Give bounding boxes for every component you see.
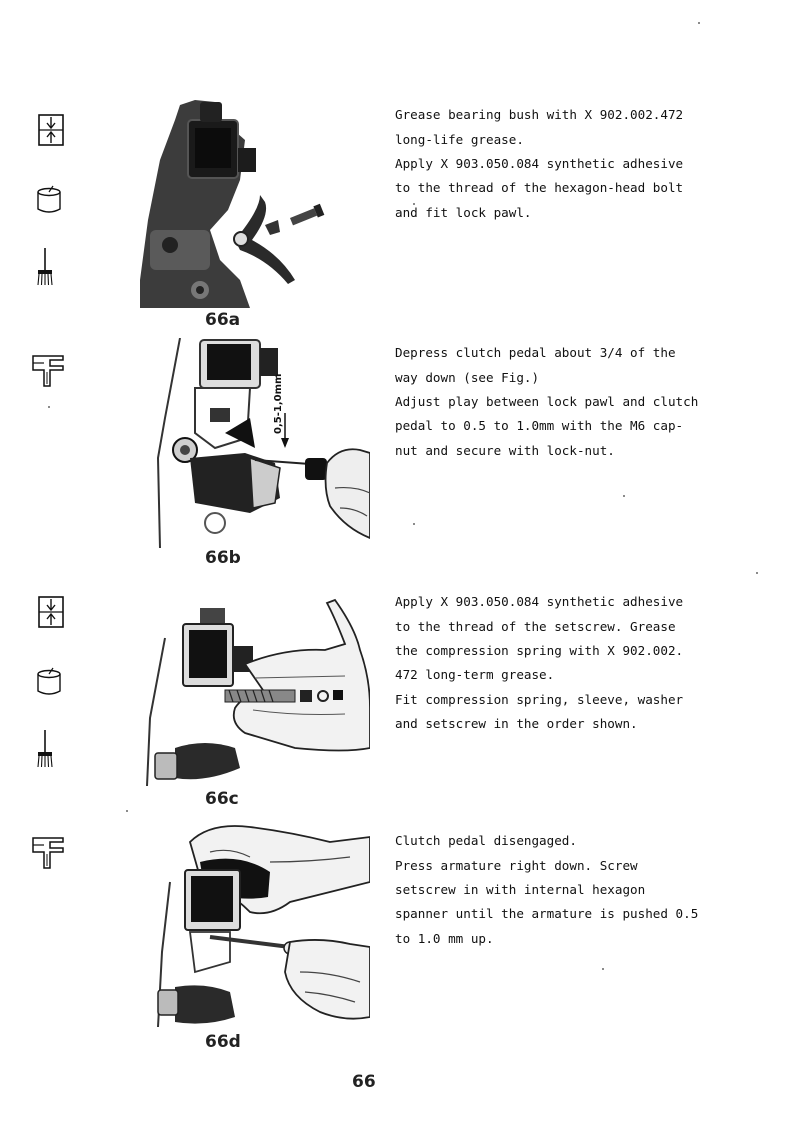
- instruction-line: 472 long-term grease.: [395, 667, 555, 683]
- instruction-line: to the thread of the setscrew. Grease: [395, 618, 676, 634]
- brush-icon: [37, 730, 53, 768]
- brush-icon: [37, 248, 53, 286]
- instruction-line: Adjust play between lock pawl and clutch: [395, 394, 699, 410]
- caliper-icon: [32, 355, 64, 387]
- instruction-line: way down (see Fig.): [395, 369, 540, 385]
- step-66b-instructions: Depress clutch pedal about 3/4 of the wa…: [395, 335, 725, 469]
- step-66a-instructions: Grease bearing bush with X 902.002.472 l…: [395, 97, 725, 231]
- figure-label: 66d: [205, 1032, 241, 1052]
- scan-speck: [413, 523, 415, 525]
- figure-66d-photo: [150, 822, 370, 1027]
- instruction-line: the compression spring with X 902.002.: [395, 643, 684, 659]
- scan-speck: [623, 495, 625, 497]
- instruction-line: Grease bearing bush with X 902.002.472: [395, 107, 684, 123]
- instruction-line: and setscrew in the order shown.: [395, 716, 638, 732]
- grease-tin-icon: [37, 667, 61, 695]
- step-66d-instructions: Clutch pedal disengaged. Press armature …: [395, 823, 725, 957]
- figure-label: 66a: [205, 310, 241, 330]
- figure-label: 66b: [205, 548, 241, 568]
- grease-tin-icon: [37, 185, 61, 213]
- figure-66b-photo: 0,5-1,0mm: [155, 338, 370, 548]
- instruction-line: Clutch pedal disengaged.: [395, 833, 577, 849]
- instruction-line: Apply X 903.050.084 synthetic adhesive: [395, 156, 684, 172]
- instruction-line: nut and secure with lock-nut.: [395, 442, 615, 458]
- instruction-line: Press armature right down. Screw: [395, 857, 638, 873]
- instruction-line: to 1.0 mm up.: [395, 930, 494, 946]
- scan-speck: [413, 203, 415, 205]
- scan-speck: [756, 572, 758, 574]
- instruction-line: pedal to 0.5 to 1.0mm with the M6 cap-: [395, 418, 684, 434]
- instruction-line: spanner until the armature is pushed 0.5: [395, 906, 699, 922]
- instruction-line: to the thread of the hexagon-head bolt: [395, 180, 684, 196]
- figure-66a-photo: [140, 100, 350, 308]
- press-fit-icon: [38, 596, 64, 628]
- page-number: 66: [352, 1072, 376, 1092]
- scan-speck: [48, 406, 50, 408]
- scan-speck: [698, 22, 700, 24]
- instruction-line: Fit compression spring, sleeve, washer: [395, 691, 684, 707]
- press-fit-icon: [38, 114, 64, 146]
- caliper-icon: [32, 837, 64, 869]
- instruction-line: Depress clutch pedal about 3/4 of the: [395, 345, 676, 361]
- play-callout: 0,5-1,0mm: [273, 374, 284, 434]
- scan-speck: [602, 968, 604, 970]
- step-66c-instructions: Apply X 903.050.084 synthetic adhesive t…: [395, 584, 725, 743]
- instruction-line: long-life grease.: [395, 131, 524, 147]
- scan-speck: [126, 810, 128, 812]
- figure-66c-photo: [145, 598, 370, 786]
- instruction-line: Apply X 903.050.084 synthetic adhesive: [395, 594, 684, 610]
- instruction-line: and fit lock pawl.: [395, 204, 532, 220]
- figure-label: 66c: [205, 789, 239, 809]
- instruction-line: setscrew in with internal hexagon: [395, 882, 646, 898]
